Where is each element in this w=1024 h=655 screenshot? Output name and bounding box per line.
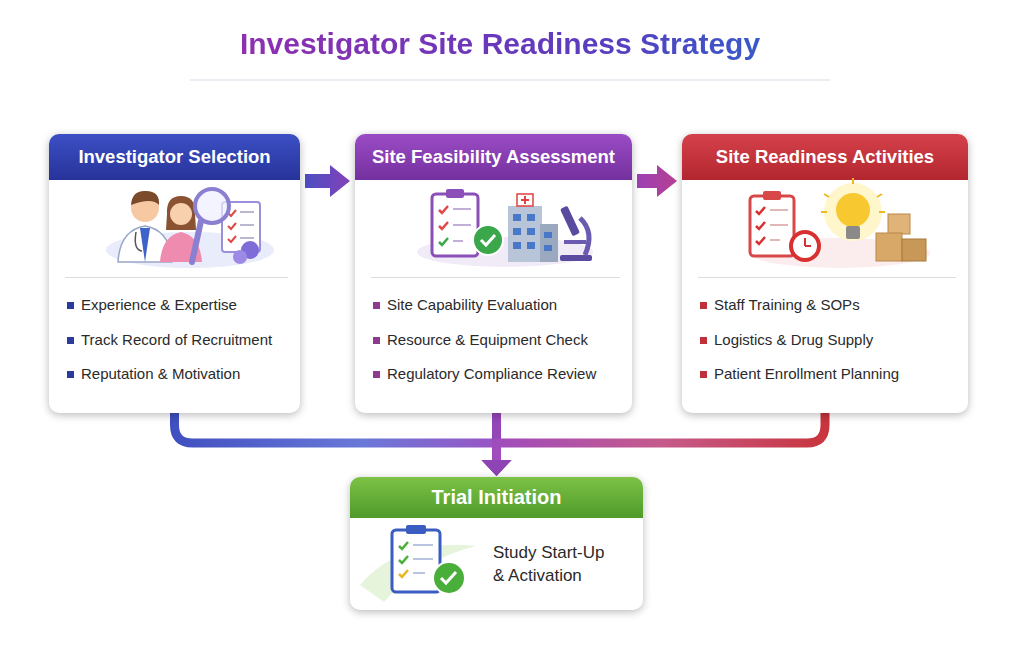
bullet-item: Staff Training & SOPs (698, 288, 956, 323)
bullet-list: Staff Training & SOPsLogistics & Drug Su… (698, 277, 956, 392)
bullet-list: Experience & ExpertiseTrack Record of Re… (65, 277, 288, 392)
merge-connector (492, 413, 501, 463)
merge-connector (497, 413, 826, 463)
connector (482, 413, 826, 476)
merge-connector (175, 413, 497, 463)
stage-card: Investigator SelectionExperience & Exper… (49, 134, 300, 413)
connector (305, 165, 350, 197)
connector (482, 413, 512, 476)
card-header: Trial Initiation (350, 477, 643, 518)
connector (637, 165, 677, 197)
flow-arrow (637, 165, 677, 197)
bullet-item: Logistics & Drug Supply (698, 323, 956, 358)
arrow-head (482, 460, 512, 476)
title-underline (190, 79, 830, 81)
bullet-item: Patient Enrollment Planning (698, 357, 956, 392)
bullet-item: Reputation & Motivation (65, 357, 288, 392)
flow-arrow (305, 165, 350, 197)
bullet-item: Experience & Expertise (65, 288, 288, 323)
connector (175, 413, 512, 476)
stage-card: Site Feasibility AssessmentSite Capabili… (355, 134, 632, 413)
bullet-list: Site Capability EvaluationResource & Equ… (371, 277, 620, 392)
card-header: Site Readiness Activities (682, 134, 968, 180)
bullet-item: Resource & Equipment Check (371, 323, 620, 358)
bullet-item: Track Record of Recruitment (65, 323, 288, 358)
arrow-head (482, 460, 512, 476)
card-header: Investigator Selection (49, 134, 300, 180)
card-body-text: Study Start-Up & Activation (493, 541, 617, 587)
card-header: Site Feasibility Assessment (355, 134, 632, 180)
diagram-title: Investigator Site Readiness Strategy (0, 27, 1000, 61)
arrow-head (482, 460, 512, 476)
stage-card: Site Readiness ActivitiesStaff Training … (682, 134, 968, 413)
start-box: Trial InitiationStudy Start-Up & Activat… (350, 477, 643, 610)
bullet-item: Regulatory Compliance Review (371, 357, 620, 392)
bullet-item: Site Capability Evaluation (371, 288, 620, 323)
